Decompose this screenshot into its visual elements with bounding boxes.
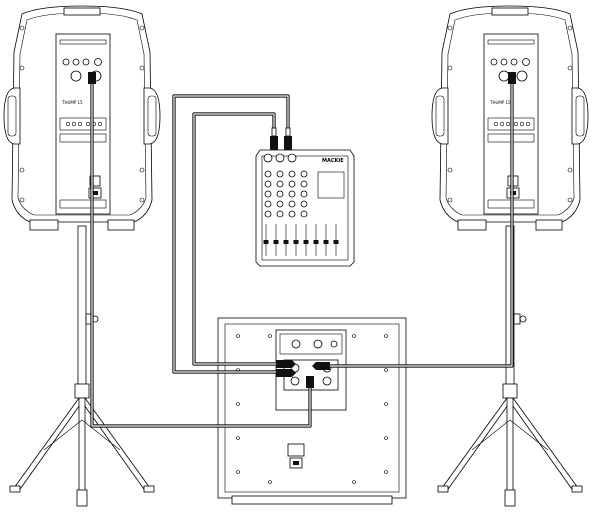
- mixer-knob: [288, 210, 296, 218]
- mixer-knob: [288, 180, 296, 188]
- left-speaker: THUMP 15: [3, 5, 161, 231]
- mixer-fader-knob: [313, 240, 319, 244]
- sub-screws: [236, 334, 388, 484]
- mixer-fader-knob: [263, 240, 269, 244]
- mixer-knob: [264, 200, 272, 208]
- mixer: MACKIE: [255, 149, 355, 267]
- mixer-knob: [288, 200, 296, 208]
- mixer-knob: [264, 210, 272, 218]
- right-tripod-stand: [437, 225, 583, 507]
- cables: [90, 76, 514, 428]
- mixer-fader-knob: [303, 240, 309, 244]
- sub-power-inlet: [287, 443, 305, 469]
- left-speaker-handles: [3, 87, 161, 145]
- mixer-knob: [276, 180, 284, 188]
- sub-input-plugs: [276, 360, 296, 377]
- mixer-knob: [276, 210, 284, 218]
- mixer-knob: [276, 200, 284, 208]
- mixer-output-plugs: [270, 127, 292, 150]
- mixer-fader-knob: [333, 240, 339, 244]
- mixer-fader-knob: [293, 240, 299, 244]
- mixer-knob: [276, 170, 284, 178]
- mixer-knob: [264, 180, 272, 188]
- mixer-knob: [288, 190, 296, 198]
- mixer-brand-label: MACKIE: [322, 158, 344, 164]
- speaker-input-plugs: [88, 72, 516, 84]
- mixer-mic-inputs: [263, 153, 297, 163]
- cable-sub-to-right-speaker: [328, 76, 514, 368]
- left-tripod-stand: [9, 225, 155, 507]
- cable-mixer-to-sub-inner: [192, 112, 280, 366]
- mixer-knob-grid: [264, 170, 308, 218]
- mixer-fader-knob: [283, 240, 289, 244]
- right-speaker: THUMP 15: [431, 5, 589, 231]
- mixer-knob: [300, 200, 308, 208]
- mixer-knob: [300, 170, 308, 178]
- mixer-knob: [300, 210, 308, 218]
- left-speaker-model-label: THUMP 15: [61, 100, 83, 105]
- mixer-fader-knob: [323, 240, 329, 244]
- subwoofer: [217, 317, 407, 505]
- right-speaker-handles: [431, 87, 589, 145]
- cable-mixer-to-sub-outer: [172, 94, 290, 374]
- mixer-knob: [264, 170, 272, 178]
- cable-sub-to-left-speaker: [90, 76, 312, 428]
- mixer-knob: [264, 190, 272, 198]
- connectors: [88, 72, 516, 388]
- right-speaker-screws: [447, 25, 573, 203]
- mixer-faders: [263, 224, 339, 256]
- sub-output-plugs: [306, 362, 330, 388]
- mixer-knob: [300, 180, 308, 188]
- mixer-knob: [288, 170, 296, 178]
- left-speaker-rear-panel: THUMP 15: [55, 33, 111, 215]
- mixer-knob: [276, 190, 284, 198]
- right-speaker-model-label: THUMP 15: [489, 100, 511, 105]
- mixer-knob: [300, 190, 308, 198]
- mixer-fader-knob: [273, 240, 279, 244]
- left-speaker-screws: [19, 25, 145, 203]
